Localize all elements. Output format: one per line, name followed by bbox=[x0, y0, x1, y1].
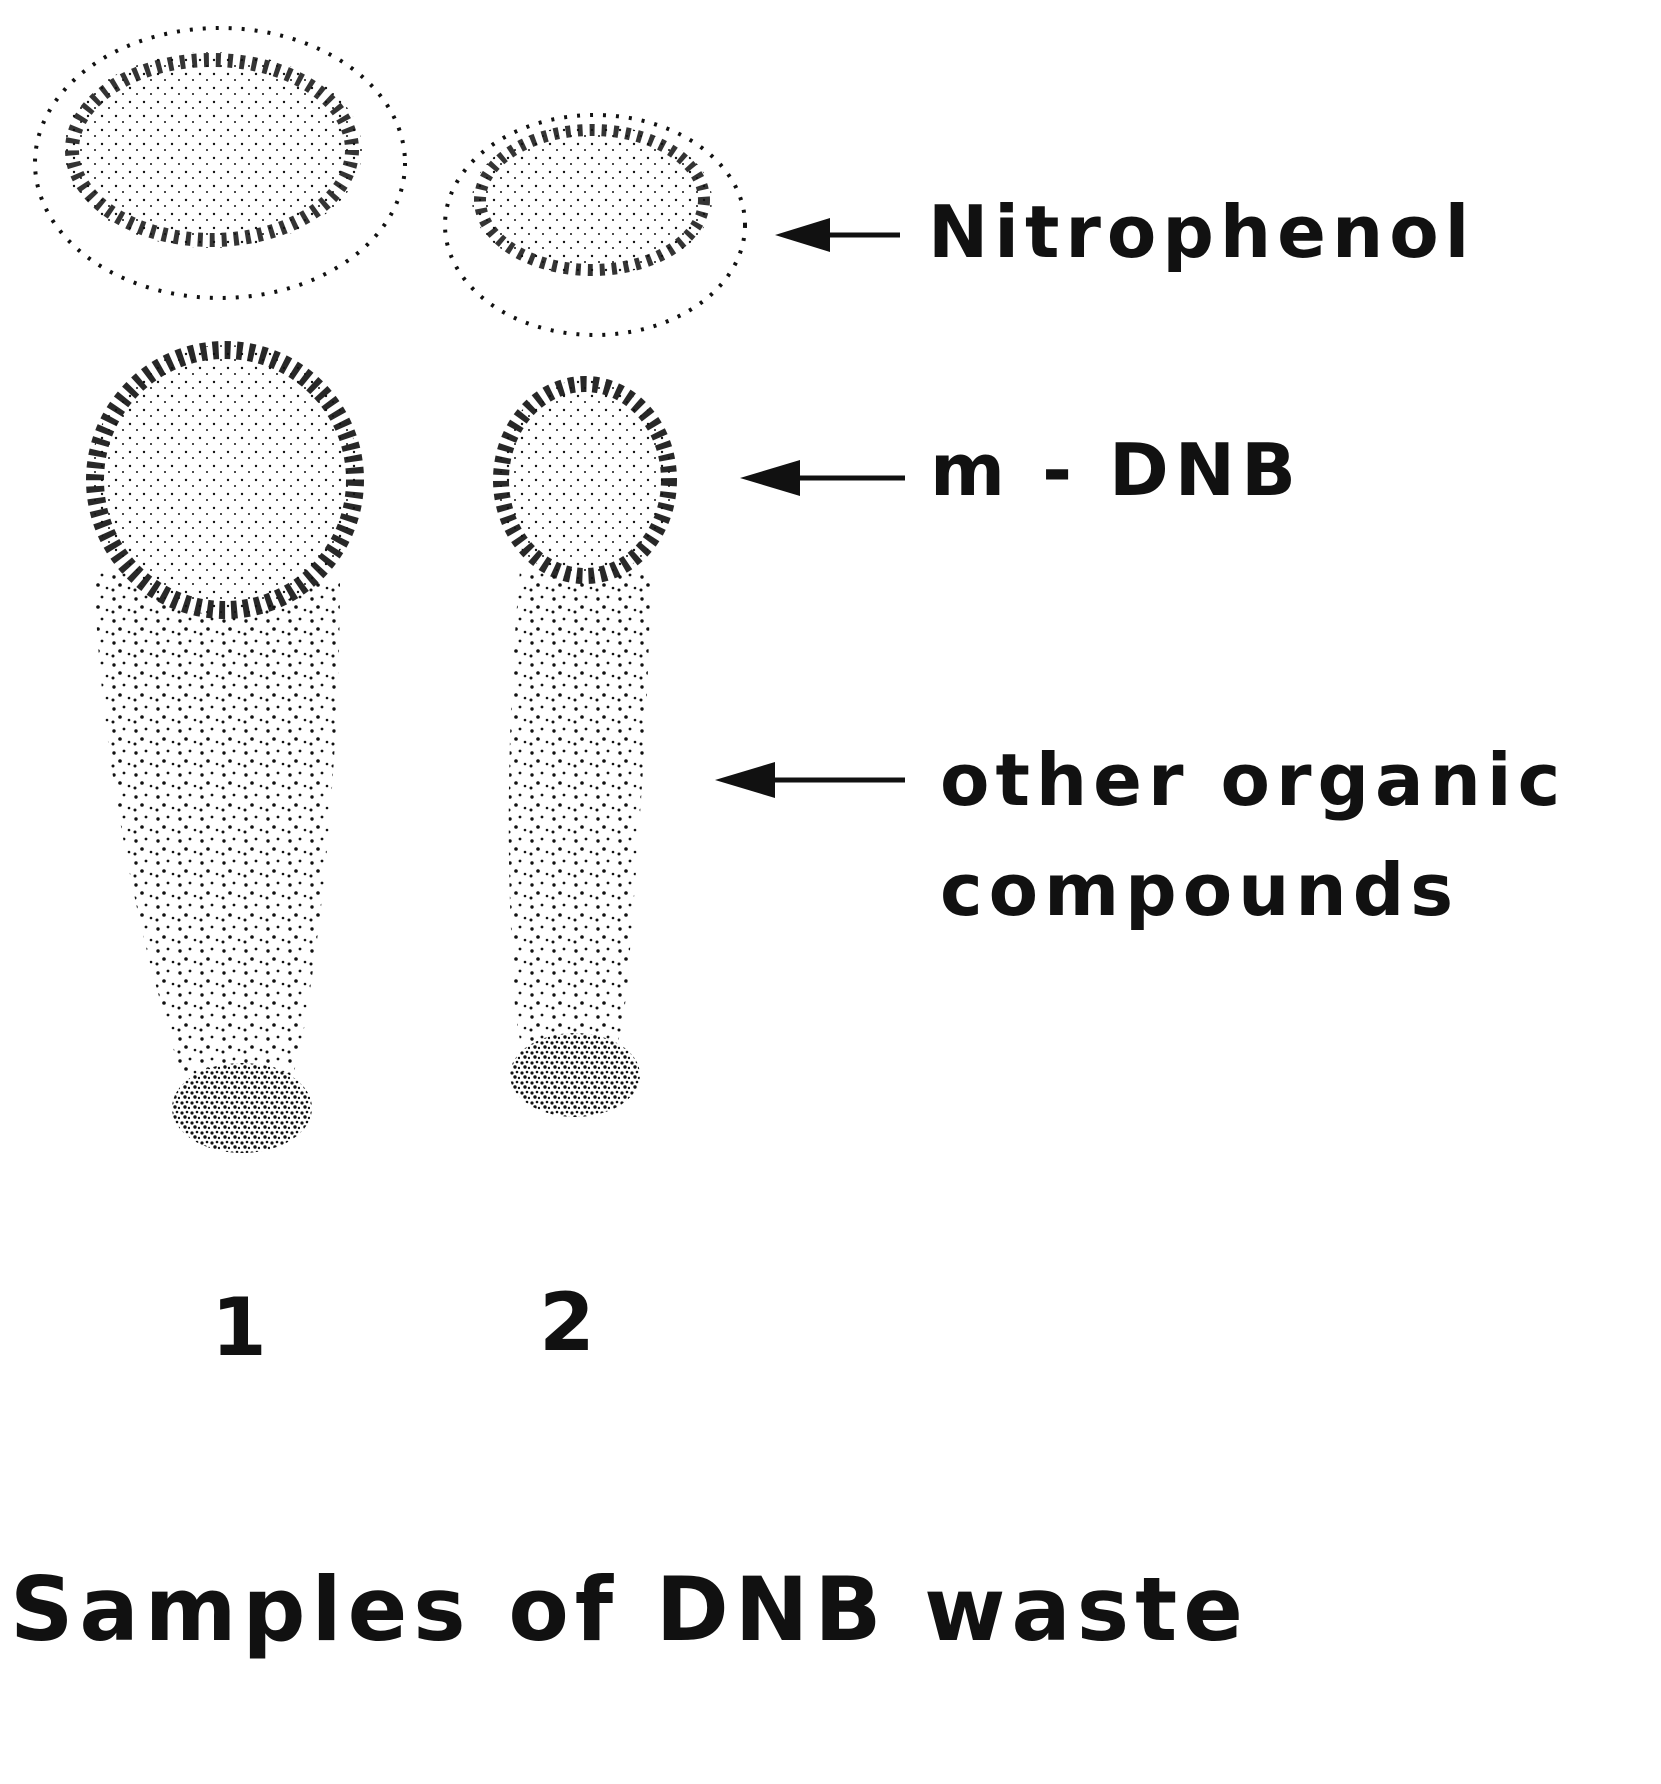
m-dnb-label: m - DNB bbox=[930, 428, 1302, 512]
caption: Samples of DNB waste bbox=[10, 1558, 1249, 1661]
other-organics-label-line1: other organic bbox=[940, 738, 1566, 822]
lane-1-nitrophenol-spot bbox=[35, 28, 405, 298]
other-organics-arrow bbox=[715, 762, 905, 798]
nitrophenol-label: Nitrophenol bbox=[928, 190, 1475, 274]
m-dnb-arrow bbox=[740, 460, 905, 496]
lane-2-label: 2 bbox=[539, 1276, 601, 1369]
lane-2-nitrophenol-spot bbox=[445, 115, 745, 335]
lane-2-streak bbox=[497, 380, 673, 1117]
lane-1-label: 1 bbox=[211, 1281, 273, 1374]
lane-1-streak bbox=[90, 345, 360, 1153]
nitrophenol-arrow bbox=[775, 218, 900, 252]
other-organics-label-line2: compounds bbox=[940, 848, 1459, 932]
